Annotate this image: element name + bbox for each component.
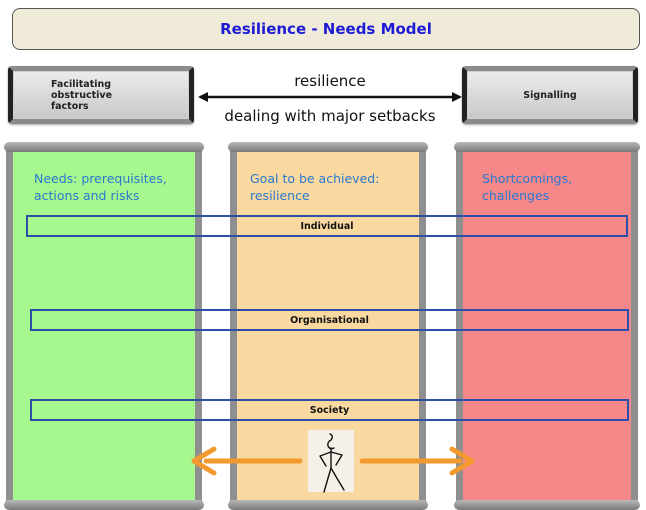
signalling-label: Signalling [523,89,577,101]
facilitating-factors-label: Facilitating obstructive factors [51,79,112,112]
shortcomings-title-line-1: Shortcomings, [482,171,573,186]
band-society: Society [30,399,629,421]
setbacks-label: dealing with major setbacks [224,107,436,125]
shortcomings-title-line-2: challenges [482,188,550,203]
left-box-line-3: factors [51,100,89,112]
left-box-line-1: Facilitating [51,78,112,90]
needs-title-line-1: Needs: prerequisites, [34,171,167,186]
band-organisational: Organisational [30,309,629,331]
goal-column-title: Goal to be achieved: resilience [250,170,410,204]
goal-title-line-1: Goal to be achieved: [250,171,380,186]
needs-column [4,142,204,510]
signalling-box: Signalling [462,66,638,124]
needs-title-line-2: actions and risks [34,188,140,203]
goal-title-line-2: resilience [250,188,310,203]
title-bar: Resilience - Needs Model [12,8,640,50]
facilitating-factors-box: Facilitating obstructive factors [8,66,194,124]
resilience-label: resilience [294,72,366,90]
shortcomings-column-title: Shortcomings, challenges [482,170,632,204]
page-title: Resilience - Needs Model [220,20,432,38]
orange-arrow-left-icon [191,446,303,476]
stick-figure-icon [319,433,345,493]
shortcomings-column [454,142,640,510]
band-organisational-label: Organisational [290,314,369,326]
band-individual: Individual [26,215,628,237]
orange-arrow-right-icon [359,446,475,476]
left-box-line-2: obstructive [51,89,113,101]
band-individual-label: Individual [300,220,354,232]
band-society-label: Society [309,404,350,416]
needs-column-title: Needs: prerequisites, actions and risks [34,170,194,204]
